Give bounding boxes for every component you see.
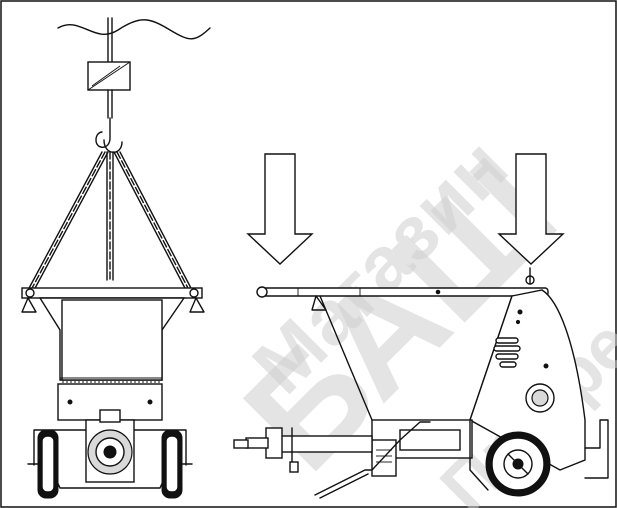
down-arrow-icon xyxy=(246,153,314,265)
wheel-icon xyxy=(27,429,193,499)
wheel-icon xyxy=(485,431,551,497)
outlet-pipe xyxy=(233,427,373,473)
down-arrow-icon xyxy=(497,153,565,265)
hoist-view xyxy=(21,17,211,499)
chain-icon xyxy=(26,151,194,293)
motor xyxy=(85,409,135,483)
vent-slots xyxy=(493,337,521,368)
lift-bar xyxy=(21,287,203,299)
rope-wave xyxy=(57,19,211,40)
side-view xyxy=(233,153,609,499)
chassis-tube xyxy=(314,421,431,496)
weight-block-icon xyxy=(87,61,131,91)
side-plate xyxy=(469,289,586,471)
top-rail xyxy=(257,287,549,297)
rope xyxy=(107,17,113,63)
